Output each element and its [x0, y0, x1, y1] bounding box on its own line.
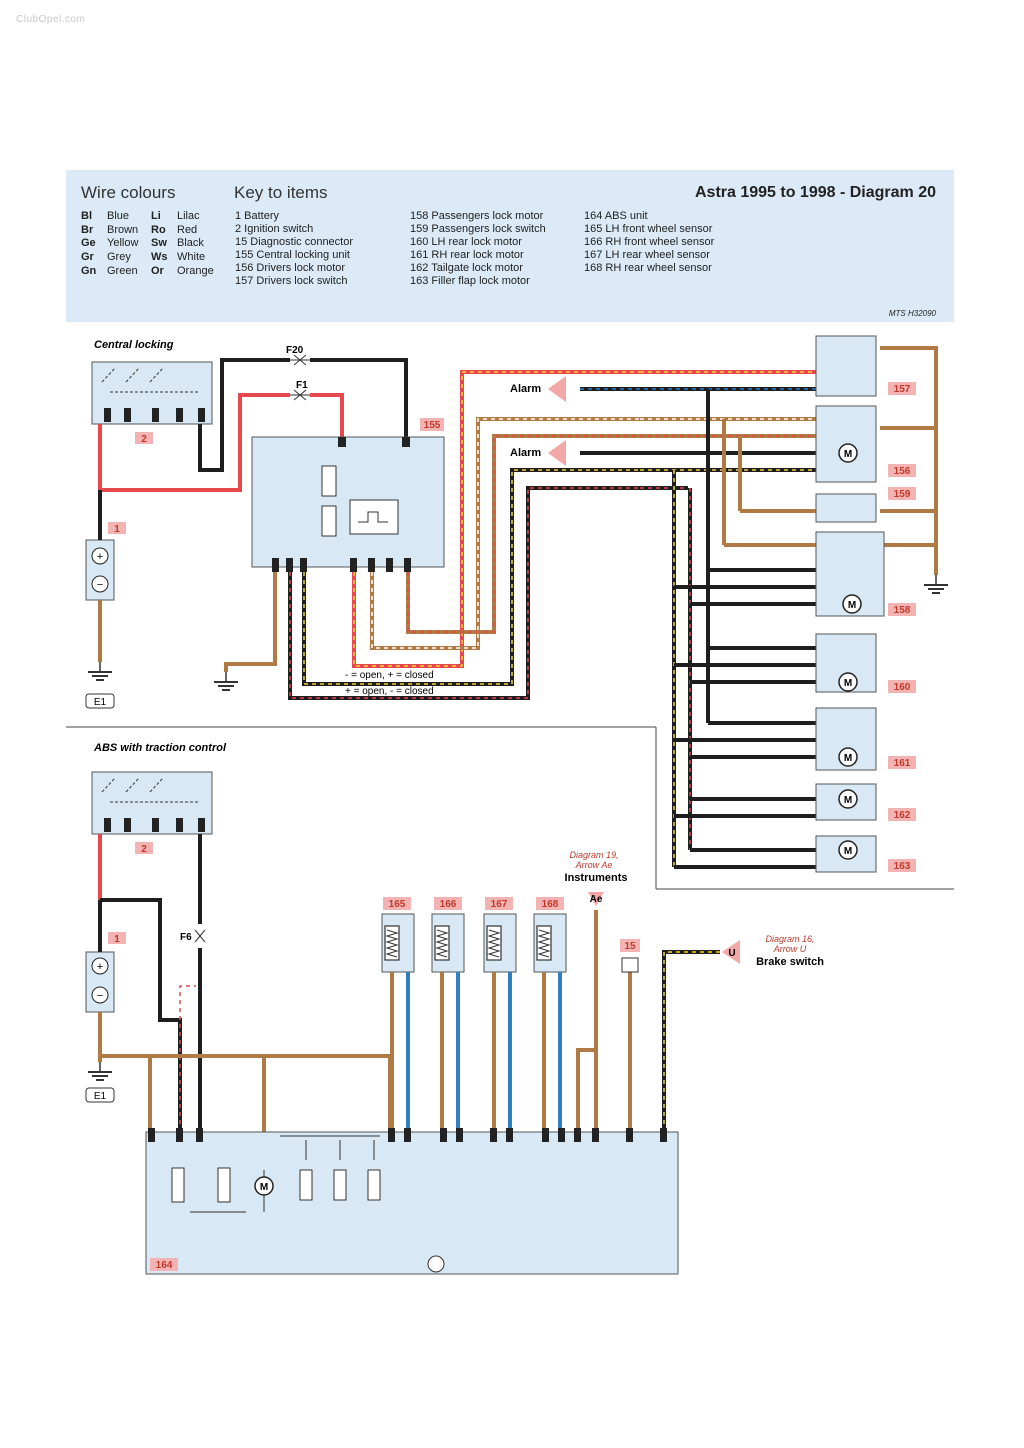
item-1-badge: 1 [114, 524, 120, 535]
abs-item-2-badge: 2 [141, 844, 147, 855]
diagram-title: Astra 1995 to 1998 - Diagram 20 [694, 184, 936, 201]
open-closed-note-2: + = open, - = closed [345, 686, 434, 697]
item-159-badge: 159 [894, 489, 911, 500]
abs-earth-e1-label: E1 [94, 1091, 107, 1102]
fuse-f1-label: F1 [296, 380, 308, 391]
wire-colours-title: Wire colours [81, 183, 176, 202]
item-157-badge: 157 [894, 384, 911, 395]
svg-text:+: + [97, 551, 103, 563]
item-162-badge: 162 [894, 810, 911, 821]
header-panel: Wire colours Key to items Astra 1995 to … [66, 170, 954, 322]
brake-switch-label: Brake switch [756, 956, 824, 968]
earth-e1-label: E1 [94, 697, 107, 708]
svg-text:−: − [97, 990, 103, 1002]
item-167-badge: 167 [491, 899, 508, 910]
central-locking-unit-box [251, 436, 445, 568]
alarm-arrow-upper [548, 376, 566, 402]
item-166-badge: 166 [440, 899, 457, 910]
diagram-19-ref: Diagram 19, [569, 850, 618, 860]
abs-unit-box [145, 1131, 679, 1275]
item-158-badge: 158 [894, 605, 911, 616]
item-168-badge: 168 [542, 899, 559, 910]
item-155-badge: 155 [424, 420, 441, 431]
diagram-16-ref: Diagram 16, [765, 934, 814, 944]
fuse-f6-label: F6 [180, 932, 192, 943]
item-15-badge: 15 [624, 941, 636, 952]
arrow-u [722, 940, 740, 964]
item-163-badge: 163 [894, 861, 911, 872]
svg-text:−: − [97, 579, 103, 591]
item-165-badge: 165 [389, 899, 406, 910]
item-160-badge: 160 [894, 682, 911, 693]
key-title: Key to items [234, 183, 328, 202]
drawing-code: MTS H32090 [888, 309, 936, 318]
arrow-u-label: U [728, 948, 735, 959]
item-164-badge: 164 [156, 1260, 173, 1271]
arrow-ae-label: Ae [590, 894, 603, 905]
central-locking-title: Central locking [94, 339, 174, 351]
alarm-label-upper: Alarm [510, 383, 541, 395]
abs-item-1-badge: 1 [114, 934, 120, 945]
arrow-u-ref: Arrow U [773, 944, 807, 954]
fuse-f20-label: F20 [286, 345, 304, 356]
item-156-badge: 156 [894, 466, 911, 477]
arrow-ae-ref: Arrow Ae [575, 860, 613, 870]
abs-title: ABS with traction control [93, 742, 227, 754]
svg-text:+: + [97, 961, 103, 973]
watermark: ClubOpel.com [16, 14, 86, 25]
open-closed-note-1: - = open, + = closed [345, 670, 434, 681]
item-161-badge: 161 [894, 758, 911, 769]
alarm-arrow-lower [548, 440, 566, 466]
arrow-ae [588, 892, 604, 906]
item-2-badge: 2 [141, 434, 147, 445]
alarm-label-lower: Alarm [510, 447, 541, 459]
instruments-label: Instruments [565, 872, 628, 884]
